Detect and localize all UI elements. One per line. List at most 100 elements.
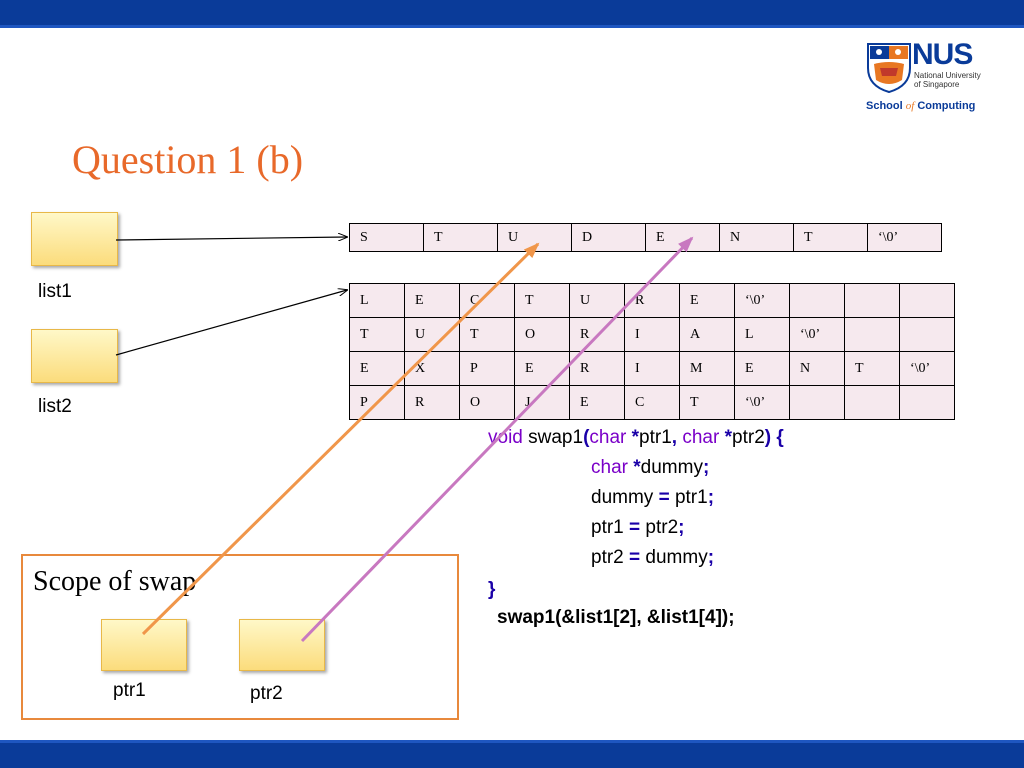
list2-cell: E [569,385,625,420]
code-assign1-rhs: ptr1 [669,487,708,508]
logo-brand: NUS [912,38,973,71]
header-bar-stripe [0,25,1024,28]
list2-cell: T [679,385,735,420]
ptr2-label: ptr2 [250,683,283,704]
list2-cell: ‘\0’ [789,317,845,352]
list2-cell [899,385,955,420]
logo-line2: of Singapore [914,80,960,89]
list2-row: P R O J E C T ‘\0’ [349,385,955,420]
nus-crest-icon [867,43,911,94]
list1-cell: D [571,223,646,252]
list2-cell: L [349,283,405,318]
list2-cell [844,283,900,318]
code-kw-char: char [682,427,720,448]
list1-label: list1 [38,281,72,302]
logo-subtitle: National University of Singapore [914,71,981,89]
ptr2-box [239,619,325,671]
list2-cell [844,385,900,420]
list2-cell: I [624,317,680,352]
list2-cell: J [514,385,570,420]
list2-row: E X P E R I M E N T ‘\0’ [349,351,955,386]
list2-cell: X [404,351,460,386]
list2-cell: T [459,317,515,352]
code-param1: ptr1 [639,427,672,448]
code-param2: ptr2 [732,427,765,448]
list2-cell: ‘\0’ [734,385,790,420]
list1-row: S T U D E N T ‘\0’ [349,223,942,252]
list2-cell: O [459,385,515,420]
list2-cell: C [624,385,680,420]
code-kw-char: char [589,427,627,448]
list1-array: S T U D E N T ‘\0’ [349,223,942,252]
code-decl-line: char *dummy; [591,453,709,483]
list2-cell: ‘\0’ [734,283,790,318]
list2-cell: U [404,317,460,352]
footer-bar-stripe [0,740,1024,743]
code-kw-char: char [591,457,628,478]
list2-cell [899,283,955,318]
list2-cell: R [569,351,625,386]
code-assign-line-3: ptr2 = dummy; [591,543,714,573]
list1-cell: T [423,223,498,252]
ptr1-box [101,619,187,671]
code-semi: ; [678,517,685,538]
list1-cell: U [497,223,572,252]
code-close-brace-line: } [488,575,495,605]
list2-cell: T [514,283,570,318]
footer-bar [0,740,1024,768]
list2-cell: R [569,317,625,352]
list2-cell [789,283,845,318]
list2-label: list2 [38,396,72,417]
code-semi: ; [707,487,715,508]
code-assign-line-2: ptr1 = ptr2; [591,513,685,543]
code-star: * [719,427,733,448]
list1-arrow [115,237,347,240]
list2-cell: E [349,351,405,386]
code-eq: = [629,547,641,568]
list2-arrow [115,290,347,356]
logo-school-post: Computing [914,100,976,112]
code-close-paren-brace: ) { [764,427,784,448]
list2-cell: E [734,351,790,386]
ptr1-label: ptr1 [113,680,146,701]
list2-cell: E [514,351,570,386]
code-semi: ; [707,547,715,568]
list2-cell: L [734,317,790,352]
logo-school-of: of [905,100,915,112]
list1-cell: T [793,223,868,252]
code-assign3-lhs: ptr2 [591,547,630,568]
code-eq: = [629,517,641,538]
code-call-line: swap1(&list1[2], &list1[4]); [497,607,735,628]
list1-cell: N [719,223,794,252]
header-bar [0,0,1024,28]
code-star: * [627,457,641,478]
code-assign1-lhs: dummy [591,487,659,508]
list2-cell [844,317,900,352]
list1-pointer-box [31,212,118,266]
code-signature-line: void swap1(char *ptr1, char *ptr2) { [488,423,784,453]
list1-cell: S [349,223,424,252]
list2-cell: ‘\0’ [899,351,955,386]
list2-cell: N [789,351,845,386]
list2-cell: T [844,351,900,386]
code-eq: = [658,487,670,508]
list2-cell: I [624,351,680,386]
list2-row: L E C T U R E ‘\0’ [349,283,955,318]
code-semi: ; [702,457,710,478]
code-assign2-rhs: ptr2 [640,517,679,538]
list2-cell [899,317,955,352]
logo-school: School of Computing [866,100,975,112]
list2-cell: R [404,385,460,420]
logo-school-pre: School [866,100,906,112]
list2-cell: O [514,317,570,352]
list2-cell: T [349,317,405,352]
list2-row: T U T O R I A L ‘\0’ [349,317,955,352]
code-assign-line-1: dummy = ptr1; [591,483,714,513]
list2-cell: M [679,351,735,386]
code-close-brace: } [488,579,496,600]
code-decl-name: dummy [640,457,703,478]
scope-label: Scope of swap [33,566,197,597]
code-assign3-rhs: dummy [640,547,708,568]
list2-cell: C [459,283,515,318]
slide-title: Question 1 (b) [72,137,304,182]
